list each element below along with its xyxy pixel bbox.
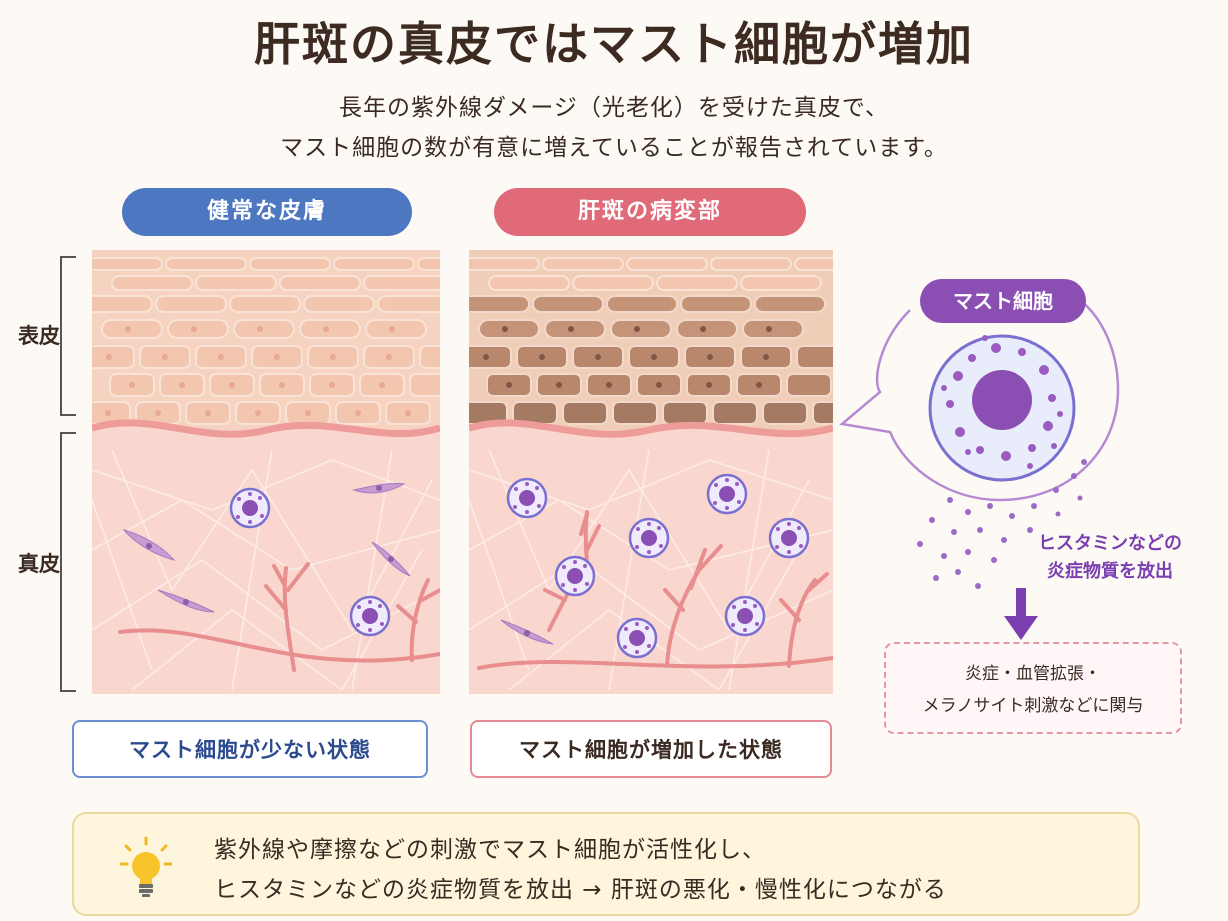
subtitle-line-1: 長年の紫外線ダメージ（光老化）を受けた真皮で、 bbox=[339, 95, 889, 121]
healthy-skin-label: 健常な皮膚 bbox=[122, 188, 412, 236]
mast-cell bbox=[229, 487, 271, 529]
lightbulb-icon bbox=[120, 836, 172, 897]
blood-vessels bbox=[118, 562, 440, 672]
mast-cell bbox=[628, 517, 670, 559]
mast-cell bbox=[554, 555, 596, 597]
subtitle-line-2: マスト細胞の数が有意に増えていることが報告されています。 bbox=[280, 135, 948, 161]
summary-note: 紫外線や摩擦などの刺激でマスト細胞が活性化し、 ヒスタミンなどの炎症物質を放出 … bbox=[72, 812, 1140, 916]
epidermis-bracket bbox=[60, 256, 76, 416]
mast-cell bbox=[616, 617, 658, 659]
mast-cell bbox=[706, 473, 748, 515]
release-line-2: 炎症物質を放出 bbox=[1047, 561, 1173, 582]
epidermis-cells bbox=[92, 257, 440, 425]
mast-cell bbox=[349, 595, 391, 637]
mast-cell-large bbox=[928, 334, 1076, 482]
note-line-1: 紫外線や摩擦などの刺激でマスト細胞が活性化し、 bbox=[214, 837, 766, 863]
mast-cell-label: マスト細胞 bbox=[920, 279, 1086, 323]
arrow-down-icon bbox=[1004, 588, 1038, 640]
lesion-label: 肝斑の病変部 bbox=[494, 188, 806, 236]
epidermis-label: 表皮 bbox=[18, 324, 60, 348]
mast-cell bbox=[768, 517, 810, 559]
healthy-caption: マスト細胞が少ない状態 bbox=[72, 720, 428, 778]
note-line-2: ヒスタミンなどの炎症物質を放出 → 肝斑の悪化・慢性化につながる bbox=[214, 877, 947, 903]
effect-line-2: メラノサイト刺激などに関与 bbox=[922, 696, 1144, 716]
lesion-skin-illustration bbox=[469, 250, 833, 694]
callout-bubble bbox=[839, 299, 1120, 502]
released-granules bbox=[917, 459, 1087, 589]
healthy-skin-illustration bbox=[92, 250, 440, 694]
melanin-epidermis-cells bbox=[469, 257, 833, 425]
effect-line-1: 炎症・血管拡張・ bbox=[965, 664, 1101, 684]
release-text: ヒスタミンなどの 炎症物質を放出 bbox=[1010, 530, 1210, 586]
dermis-label: 真皮 bbox=[18, 552, 60, 576]
effect-box: 炎症・血管拡張・ メラノサイト刺激などに関与 bbox=[884, 642, 1182, 734]
page-title: 肝斑の真皮ではマスト細胞が増加 bbox=[254, 17, 974, 71]
dermis-bracket bbox=[60, 432, 76, 692]
mast-cell bbox=[506, 477, 548, 519]
mast-cell bbox=[724, 595, 766, 637]
lesion-caption: マスト細胞が増加した状態 bbox=[470, 720, 832, 778]
basement-membrane bbox=[92, 419, 440, 438]
release-line-1: ヒスタミンなどの bbox=[1038, 533, 1182, 554]
basement-membrane bbox=[469, 419, 833, 438]
